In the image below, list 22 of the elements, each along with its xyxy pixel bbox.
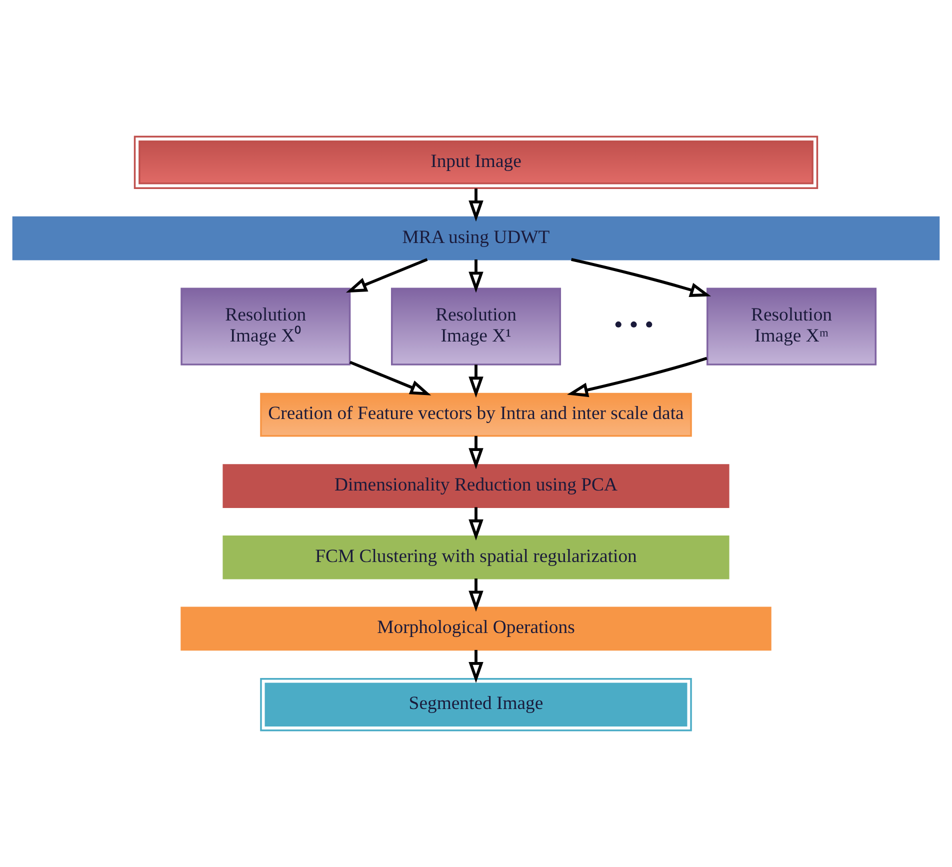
arrow	[468, 259, 484, 293]
node-box: Segmented Image	[260, 678, 692, 732]
arrow	[468, 507, 484, 540]
arrow	[468, 188, 484, 222]
arrow	[468, 578, 484, 612]
arrow	[571, 258, 712, 297]
node-box: Creation of Feature vectors by Intra and inter scale data	[260, 392, 692, 437]
arrow	[468, 364, 484, 398]
arrow	[346, 258, 428, 293]
node-box: MRA using UDWT	[12, 216, 940, 260]
node-box: Dimensionality Reduction using PCA	[222, 464, 730, 508]
arrow	[567, 356, 708, 398]
node-box: Resolution Image X⁰	[180, 288, 351, 366]
node-box: FCM Clustering with spatial regularization	[222, 535, 730, 580]
node-box: Resolution Image Xᵐ	[706, 288, 877, 366]
arrow	[468, 436, 484, 470]
label: • • •	[614, 310, 654, 340]
arrow	[349, 360, 432, 396]
node-box: Input Image	[134, 136, 818, 189]
arrow	[468, 650, 484, 684]
node-box: Morphological Operations	[180, 606, 772, 651]
node-box: Resolution Image X¹	[390, 288, 562, 366]
